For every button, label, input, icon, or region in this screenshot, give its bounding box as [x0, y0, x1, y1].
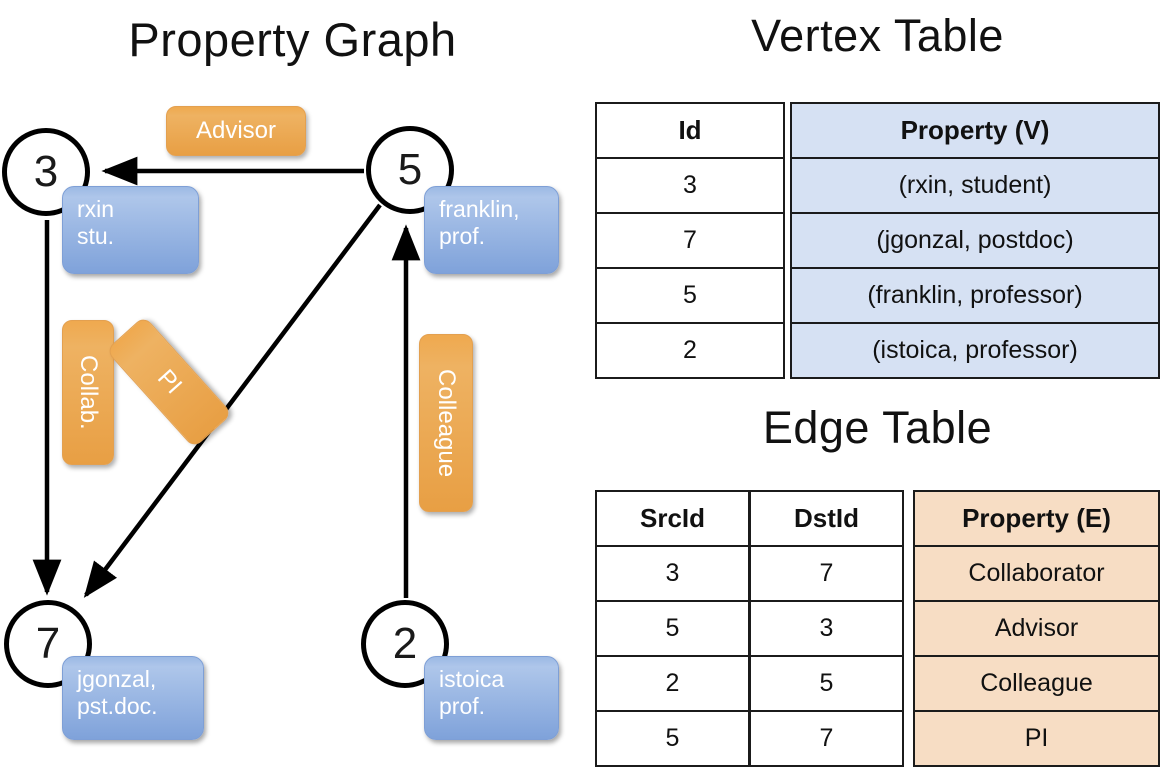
edge-table-property-column: Property (E) Collaborator Advisor Collea… [913, 490, 1160, 767]
cell-edge-property: Advisor [913, 600, 1160, 657]
cell-vertex-id: 7 [595, 212, 785, 269]
edge-label-box-collab: Collab. [62, 320, 114, 465]
graph-node-5[interactable]: 5 [366, 126, 454, 214]
table-row: 3 [595, 157, 785, 214]
edge-table-title: Edge Table [762, 402, 993, 453]
table-row: PI [913, 710, 1160, 767]
edge-label-text: Collab. [75, 355, 102, 430]
column-header-srcid: SrcId [595, 490, 750, 547]
table-row: (rxin, student) [790, 157, 1160, 214]
page-title-property-graph: Property Graph [128, 13, 457, 66]
node-property-line2: prof. [439, 223, 486, 250]
cell-edge-property: PI [913, 710, 1160, 767]
table-row: 2 [595, 655, 750, 712]
node-property-line2: pst.doc. [77, 693, 158, 720]
table-row: Collaborator [913, 545, 1160, 602]
edge-label-text: PI [151, 364, 187, 400]
node-property-line1: jgonzal, [77, 666, 157, 692]
column-header-property-e: Property (E) [913, 490, 1160, 547]
table-row: 5 [595, 710, 750, 767]
edge-label-text: Advisor [195, 117, 277, 144]
vertex-table-title: Vertex Table [751, 10, 1004, 61]
cell-edge-property: Collaborator [913, 545, 1160, 602]
column-header-id: Id [595, 102, 785, 159]
cell-vertex-id: 3 [595, 157, 785, 214]
vertex-table-property-column: Property (V) (rxin, student) (jgonzal, p… [790, 102, 1160, 379]
node-property-line1: istoica [439, 666, 505, 692]
cell-vertex-property: (istoica, professor) [790, 322, 1160, 379]
table-header-row: Id [595, 102, 785, 159]
edge-label-box-advisor: Advisor [166, 106, 306, 156]
node-property-box-jgonzal: jgonzal, pst.doc. [62, 656, 204, 740]
table-row: 7 [595, 212, 785, 269]
graph-edges-svg [32, 156, 421, 598]
graph-node-2[interactable]: 2 [361, 600, 449, 688]
table-header-row: DstId [749, 490, 904, 547]
table-row: Colleague [913, 655, 1160, 712]
table-row: 3 [749, 600, 904, 657]
cell-edge-property: Colleague [913, 655, 1160, 712]
cell-edge-src: 2 [595, 655, 750, 712]
column-header-property-v: Property (V) [790, 102, 1160, 159]
table-row: (franklin, professor) [790, 267, 1160, 324]
column-header-dstid: DstId [749, 490, 904, 547]
cell-edge-src: 5 [595, 710, 750, 767]
node-property-box-rxin: rxin stu. [62, 186, 199, 274]
table-row: 3 [595, 545, 750, 602]
cell-edge-src: 5 [595, 600, 750, 657]
edge-pi-5-to-7 [83, 203, 382, 598]
edge-label-text: Colleague [433, 368, 460, 478]
edge-label-box-colleague: Colleague [419, 334, 473, 512]
table-row: (jgonzal, postdoc) [790, 212, 1160, 269]
cell-vertex-property: (jgonzal, postdoc) [790, 212, 1160, 269]
cell-vertex-id: 2 [595, 322, 785, 379]
table-header-row: SrcId [595, 490, 750, 547]
table-row: 5 [595, 600, 750, 657]
cell-edge-dst: 7 [749, 545, 904, 602]
vertex-table-id-column: Id 3 7 5 2 [595, 102, 785, 379]
cell-edge-dst: 3 [749, 600, 904, 657]
table-row: Advisor [913, 600, 1160, 657]
cell-vertex-id: 5 [595, 267, 785, 324]
table-row: 5 [595, 267, 785, 324]
table-header-row: Property (V) [790, 102, 1160, 159]
cell-vertex-property: (rxin, student) [790, 157, 1160, 214]
property-graph-panel: Property Graph 3 5 7 2 rxin stu. fr [0, 0, 585, 760]
cell-vertex-property: (franklin, professor) [790, 267, 1160, 324]
cell-edge-dst: 5 [749, 655, 904, 712]
cell-edge-dst: 7 [749, 710, 904, 767]
table-row: 2 [595, 322, 785, 379]
table-row: 7 [749, 710, 904, 767]
edge-table-dstid-column: DstId 7 3 5 7 [749, 490, 904, 767]
table-header-row: Property (E) [913, 490, 1160, 547]
node-property-line2: prof. [439, 693, 486, 720]
edge-table-srcid-column: SrcId 3 5 2 5 [595, 490, 750, 767]
cell-edge-src: 3 [595, 545, 750, 602]
node-property-box-franklin: franklin, prof. [424, 186, 559, 274]
node-property-line1: franklin, [439, 196, 520, 222]
tables-panel: Vertex Table Id 3 7 5 2 Property (V) [585, 0, 1170, 767]
node-property-line1: rxin [77, 196, 115, 222]
table-row: 7 [749, 545, 904, 602]
node-property-line2: stu. [77, 223, 115, 250]
node-property-box-istoica: istoica prof. [424, 656, 559, 740]
table-row: 5 [749, 655, 904, 712]
table-row: (istoica, professor) [790, 322, 1160, 379]
